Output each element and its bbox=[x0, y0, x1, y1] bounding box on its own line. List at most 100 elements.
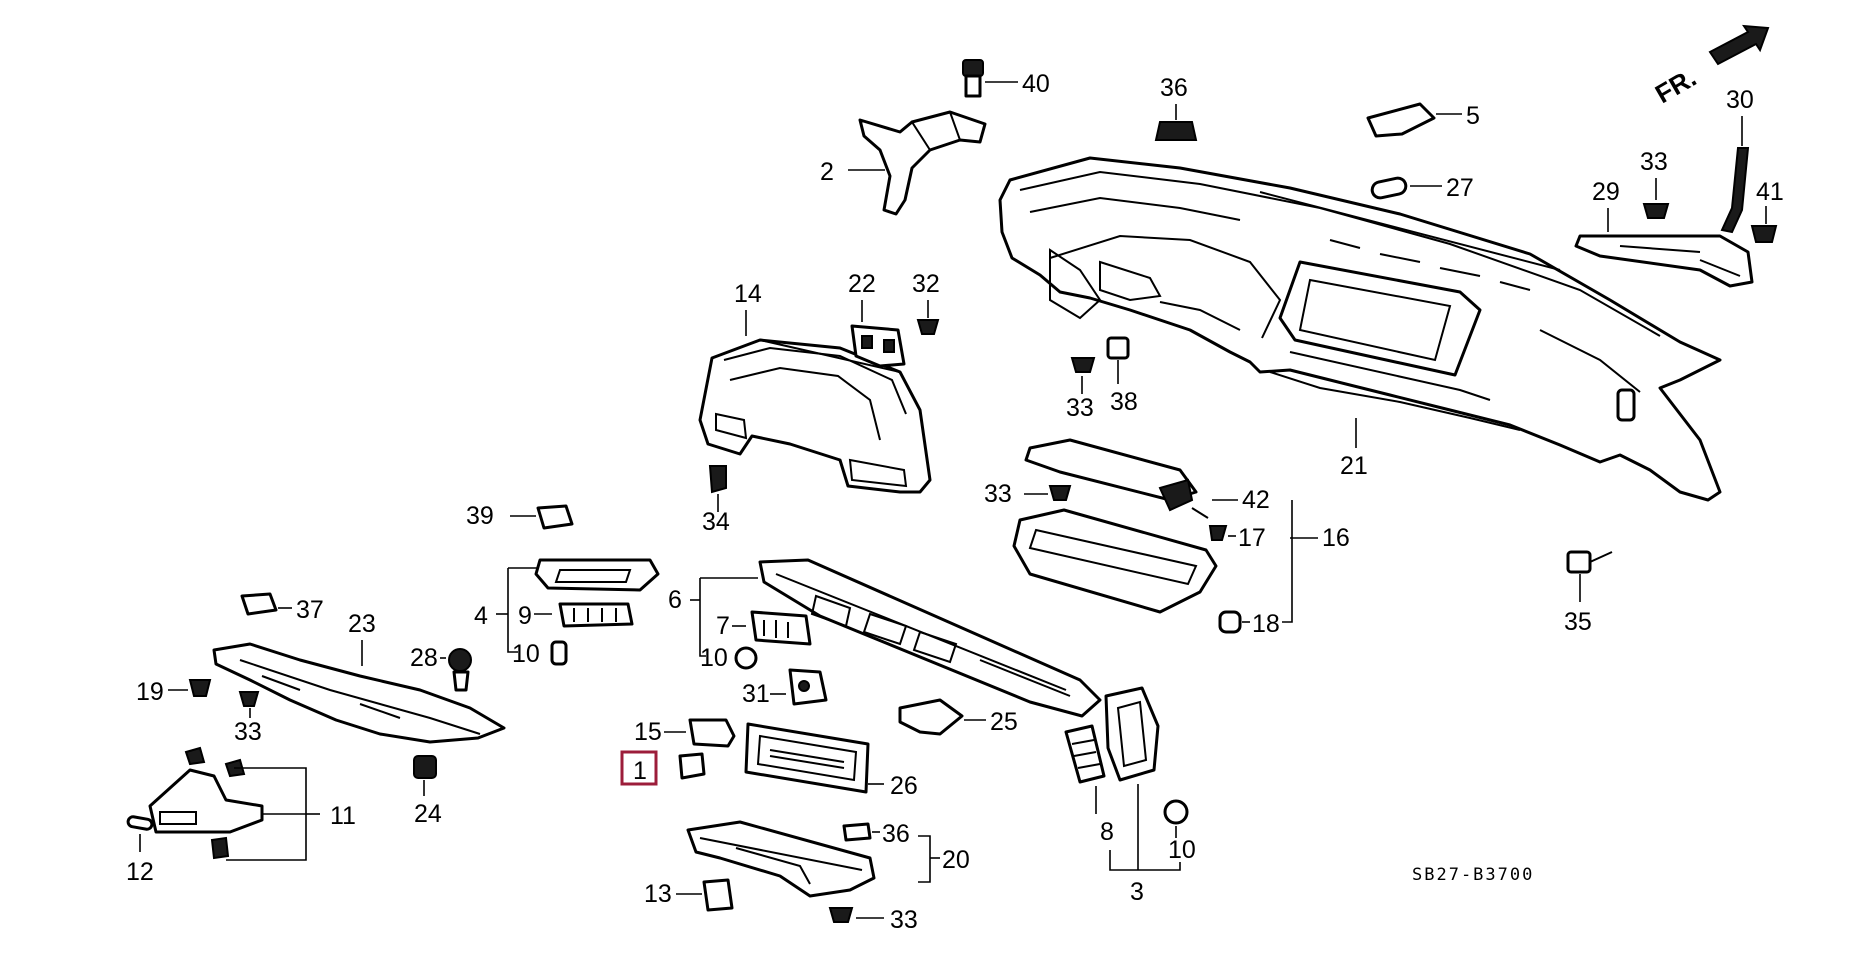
callout-34: 34 bbox=[702, 508, 730, 536]
callout-4: 4 bbox=[474, 602, 488, 630]
under-cover-23[interactable] bbox=[212, 642, 506, 744]
holder-13[interactable] bbox=[702, 878, 734, 912]
callout-3: 3 bbox=[1130, 878, 1144, 906]
knob-10-left[interactable] bbox=[550, 640, 568, 666]
callout-26: 26 bbox=[890, 772, 918, 800]
vent-right-grille-8[interactable] bbox=[1064, 724, 1106, 784]
knob-10-center[interactable] bbox=[734, 646, 758, 670]
vent-right-outlet[interactable] bbox=[1104, 686, 1160, 782]
callout-19: 19 bbox=[136, 678, 164, 706]
screw-33-glove[interactable] bbox=[1048, 485, 1072, 501]
callout-28: 28 bbox=[410, 644, 438, 672]
knob-10-right[interactable] bbox=[1163, 799, 1189, 825]
bracket-31[interactable] bbox=[788, 668, 828, 706]
callout-7: 7 bbox=[716, 612, 730, 640]
callout-18: 18 bbox=[1252, 610, 1280, 638]
callout-33-bottom: 33 bbox=[890, 906, 918, 934]
screw-19[interactable] bbox=[188, 679, 212, 697]
screw-33-bottom[interactable] bbox=[828, 907, 854, 923]
clip-36-bottom[interactable] bbox=[842, 822, 872, 842]
callout-11: 11 bbox=[330, 802, 356, 830]
side-vent-housing[interactable] bbox=[534, 558, 660, 592]
screw-32[interactable] bbox=[916, 319, 940, 335]
bracket-11[interactable] bbox=[148, 746, 264, 860]
callout-22: 22 bbox=[848, 270, 876, 298]
clip-37[interactable] bbox=[240, 592, 278, 616]
nut-38[interactable] bbox=[1106, 336, 1130, 360]
bolt-35[interactable] bbox=[1566, 550, 1613, 574]
clip-39[interactable] bbox=[536, 504, 574, 530]
callout-6: 6 bbox=[668, 586, 682, 614]
callout-1: 1 bbox=[633, 757, 647, 785]
callout-35: 35 bbox=[1564, 608, 1592, 636]
plug-27[interactable] bbox=[1370, 176, 1408, 200]
callout-36-bottom: 36 bbox=[882, 820, 910, 848]
callout-10-center: 10 bbox=[700, 644, 728, 672]
honda-panel-26[interactable] bbox=[744, 722, 870, 794]
callout-36-top: 36 bbox=[1160, 74, 1188, 102]
callout-14: 14 bbox=[734, 280, 762, 308]
callout-10-left: 10 bbox=[512, 640, 540, 668]
clip-41[interactable] bbox=[1750, 225, 1778, 243]
highlight-box bbox=[620, 750, 658, 786]
pin-12[interactable] bbox=[126, 815, 154, 831]
callout-15: 15 bbox=[634, 718, 662, 746]
screw-33-left[interactable] bbox=[238, 691, 260, 707]
cap-15[interactable] bbox=[688, 718, 736, 748]
callout-42: 42 bbox=[1242, 486, 1270, 514]
diagram-code: SB27-B3700 bbox=[1412, 865, 1534, 885]
center-panel[interactable] bbox=[758, 558, 1102, 718]
vent-grille-9[interactable] bbox=[558, 602, 634, 628]
callout-31: 31 bbox=[742, 680, 770, 708]
callout-20: 20 bbox=[942, 846, 970, 874]
callout-13: 13 bbox=[644, 880, 672, 908]
clip-28[interactable] bbox=[448, 648, 472, 692]
callout-9: 9 bbox=[518, 602, 532, 630]
cover-5[interactable] bbox=[1366, 102, 1436, 138]
callout-40: 40 bbox=[1022, 70, 1050, 98]
bracket-2[interactable] bbox=[858, 110, 987, 216]
switch-25[interactable] bbox=[898, 698, 964, 736]
vent-grille-7[interactable] bbox=[750, 610, 812, 646]
lower-tray-20[interactable] bbox=[686, 820, 876, 898]
callout-32: 32 bbox=[912, 270, 940, 298]
hinge-42[interactable] bbox=[1158, 478, 1209, 519]
screw-33-center[interactable] bbox=[1070, 357, 1096, 373]
front-arrow-icon bbox=[1708, 24, 1770, 66]
callout-12: 12 bbox=[126, 858, 154, 886]
callout-27: 27 bbox=[1446, 174, 1474, 202]
callout-41: 41 bbox=[1756, 178, 1784, 206]
screw-33-right[interactable] bbox=[1642, 203, 1670, 219]
callout-17: 17 bbox=[1238, 524, 1266, 552]
callout-8: 8 bbox=[1100, 818, 1114, 846]
callout-21: 21 bbox=[1340, 452, 1368, 480]
clip-36-top[interactable] bbox=[1154, 121, 1198, 141]
clip-34[interactable] bbox=[708, 465, 727, 494]
callout-24: 24 bbox=[414, 800, 442, 828]
callout-10-right: 10 bbox=[1168, 836, 1196, 864]
blank-cover-1[interactable] bbox=[678, 752, 706, 780]
callout-39: 39 bbox=[466, 502, 494, 530]
callout-33-left: 33 bbox=[234, 718, 262, 746]
bumper-18[interactable] bbox=[1218, 610, 1242, 634]
latch-17[interactable] bbox=[1208, 525, 1228, 541]
cable-30[interactable] bbox=[1720, 147, 1750, 234]
dashboard-panel[interactable] bbox=[998, 156, 1722, 502]
glove-box-tray[interactable] bbox=[1012, 508, 1218, 614]
callout-33-center: 33 bbox=[1066, 394, 1094, 422]
callout-5: 5 bbox=[1466, 102, 1480, 130]
callout-2: 2 bbox=[820, 158, 834, 186]
callout-29: 29 bbox=[1592, 178, 1620, 206]
callout-23: 23 bbox=[348, 610, 376, 638]
bracket-22[interactable] bbox=[850, 324, 906, 368]
callout-37: 37 bbox=[296, 596, 324, 624]
callout-16: 16 bbox=[1322, 524, 1350, 552]
bracket-29[interactable] bbox=[1574, 234, 1754, 288]
callout-33-glove: 33 bbox=[984, 480, 1012, 508]
bolt-40[interactable] bbox=[962, 59, 984, 98]
callout-38: 38 bbox=[1110, 388, 1138, 416]
front-label: FR. bbox=[1650, 62, 1701, 109]
callout-30: 30 bbox=[1726, 86, 1754, 114]
nut-24[interactable] bbox=[413, 755, 437, 779]
